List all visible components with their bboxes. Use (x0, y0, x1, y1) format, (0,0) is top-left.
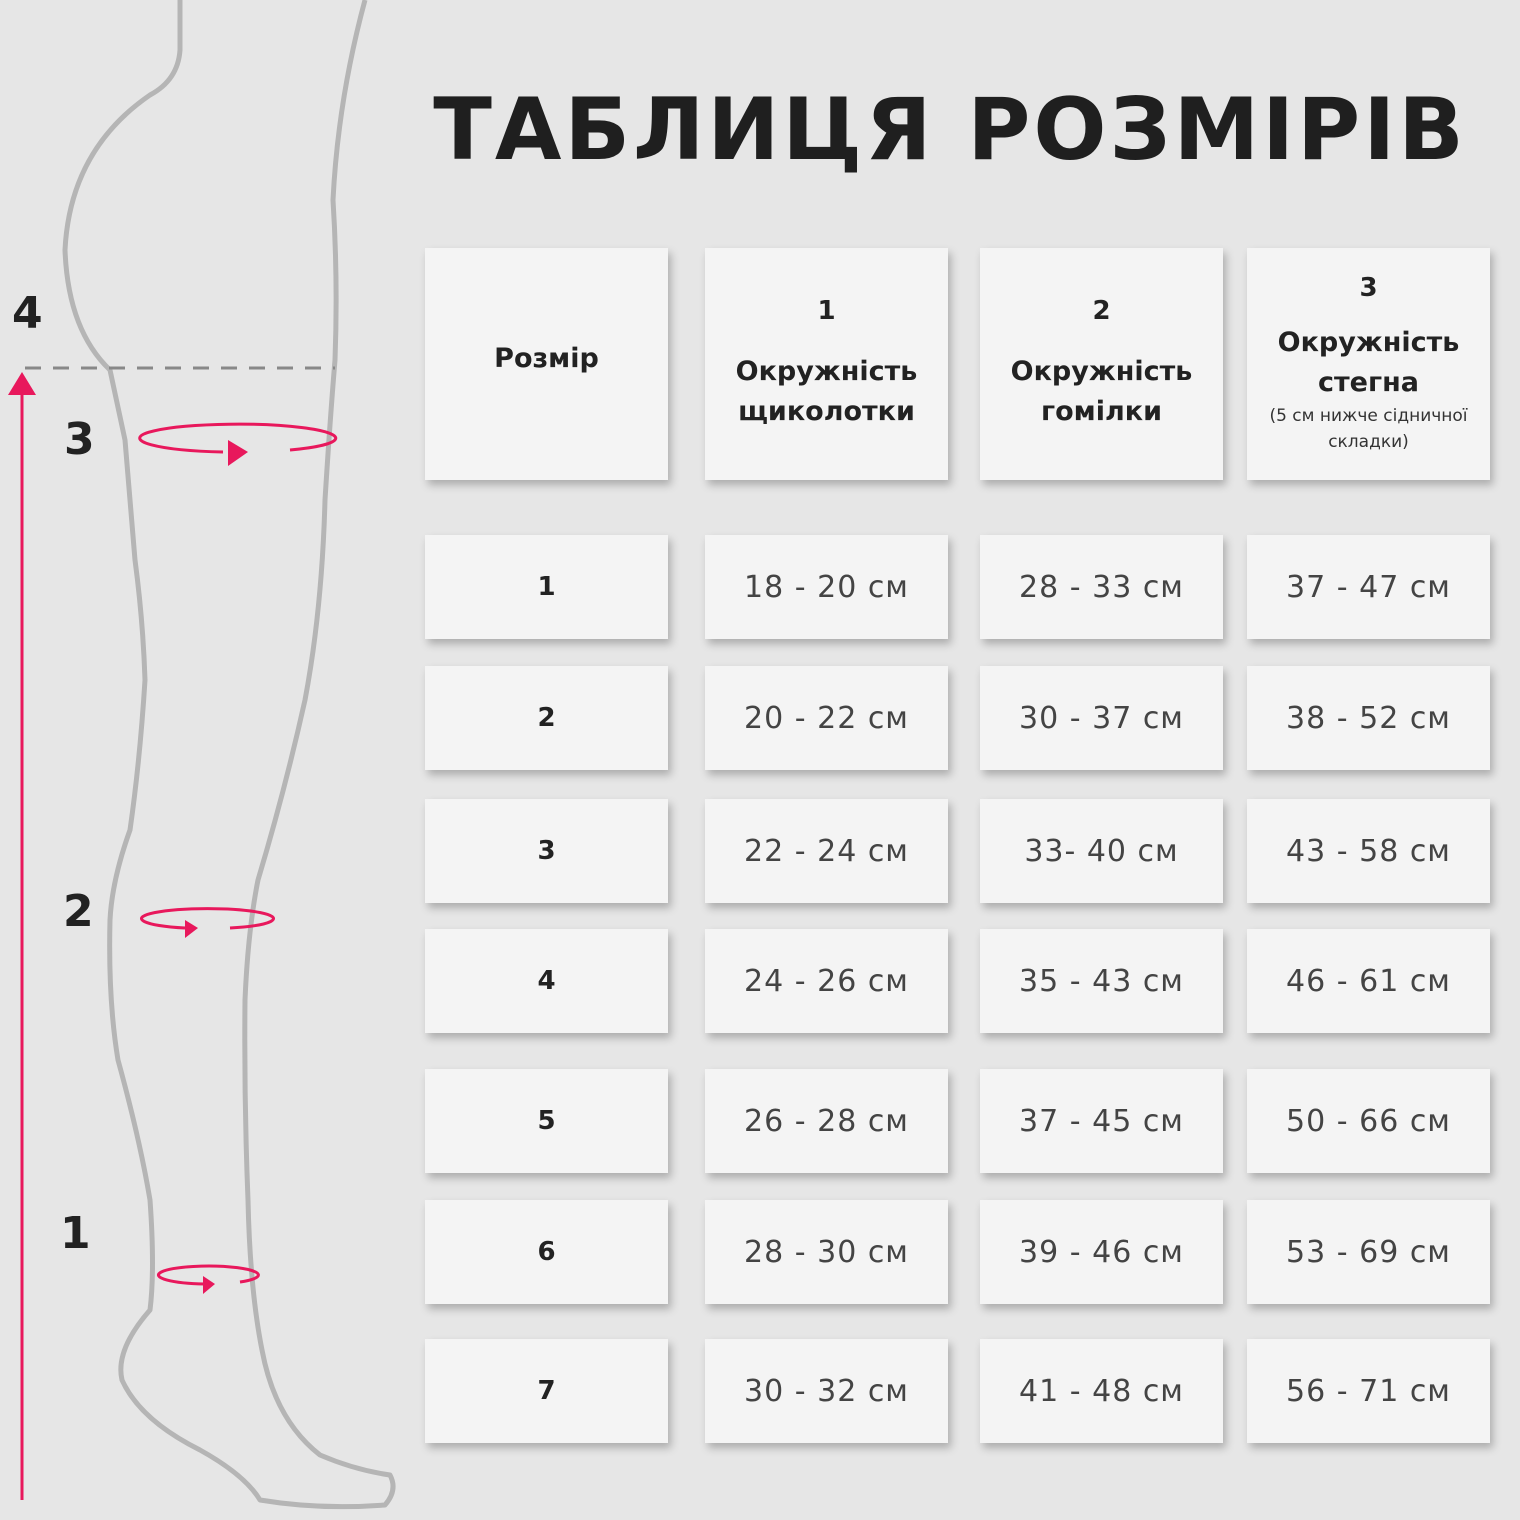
thigh-cell-text: 53 - 69 см (1286, 1234, 1451, 1270)
calf-cell-text: 39 - 46 см (1019, 1234, 1184, 1270)
ankle-cell: 20 - 22 см (705, 666, 948, 770)
calf-cell: 35 - 43 см (980, 929, 1223, 1033)
header-thigh: 3 Окружність стегна (5 см нижче сіднично… (1247, 248, 1490, 480)
size-cell-text: 3 (537, 836, 556, 866)
header-size: Розмір (425, 248, 668, 480)
calf-cell-text: 33- 40 см (1024, 833, 1179, 869)
ankle-cell-text: 26 - 28 см (744, 1103, 909, 1139)
thigh-measure-icon (138, 422, 338, 466)
leg-outline (62, 0, 396, 1510)
ankle-cell-text: 18 - 20 см (744, 569, 909, 605)
thigh-cell-text: 43 - 58 см (1286, 833, 1451, 869)
ankle-cell-text: 22 - 24 см (744, 833, 909, 869)
ankle-cell-text: 20 - 22 см (744, 700, 909, 736)
calf-cell: 30 - 37 см (980, 666, 1223, 770)
calf-cell: 33- 40 см (980, 799, 1223, 903)
calf-cell-text: 35 - 43 см (1019, 963, 1184, 999)
size-cell: 4 (425, 929, 668, 1033)
label-2: 2 (63, 886, 94, 937)
ankle-cell: 26 - 28 см (705, 1069, 948, 1173)
thigh-cell: 56 - 71 см (1247, 1339, 1490, 1443)
thigh-cell: 43 - 58 см (1247, 799, 1490, 903)
size-cell-text: 7 (537, 1376, 556, 1406)
size-cell-text: 5 (537, 1106, 556, 1136)
leg-diagram (8, 0, 396, 1510)
size-cell: 6 (425, 1200, 668, 1304)
ankle-cell: 22 - 24 см (705, 799, 948, 903)
size-cell-text: 4 (537, 966, 556, 996)
thigh-cell: 50 - 66 см (1247, 1069, 1490, 1173)
ankle-cell: 30 - 32 см (705, 1339, 948, 1443)
arrowhead-up-icon (8, 372, 36, 395)
calf-cell-text: 30 - 37 см (1019, 700, 1184, 736)
thigh-cell: 46 - 61 см (1247, 929, 1490, 1033)
ankle-cell: 18 - 20 см (705, 535, 948, 639)
thigh-cell: 38 - 52 см (1247, 666, 1490, 770)
size-cell: 3 (425, 799, 668, 903)
header-label: Окружність стегна (1277, 327, 1460, 398)
label-3: 3 (64, 414, 95, 465)
thigh-cell-text: 38 - 52 см (1286, 700, 1451, 736)
size-cell-text: 1 (537, 572, 556, 602)
ankle-cell: 28 - 30 см (705, 1200, 948, 1304)
calf-cell-text: 41 - 48 см (1019, 1373, 1184, 1409)
calf-cell-text: 37 - 45 см (1019, 1103, 1184, 1139)
ankle-cell: 24 - 26 см (705, 929, 948, 1033)
size-cell: 7 (425, 1339, 668, 1443)
size-cell: 1 (425, 535, 668, 639)
header-ankle: 1 Окружність щиколотки (705, 248, 948, 480)
header-label: Окружність гомілки (1010, 356, 1193, 427)
header-num: 2 (1092, 296, 1111, 326)
calf-cell: 41 - 48 см (980, 1339, 1223, 1443)
thigh-cell: 53 - 69 см (1247, 1200, 1490, 1304)
ankle-cell-text: 28 - 30 см (744, 1234, 909, 1270)
size-cell-text: 2 (537, 703, 556, 733)
header-label: Окружність щиколотки (735, 356, 918, 427)
ankle-cell-text: 24 - 26 см (744, 963, 909, 999)
size-cell-text: 6 (537, 1237, 556, 1267)
calf-cell: 39 - 46 см (980, 1200, 1223, 1304)
thigh-cell-text: 50 - 66 см (1286, 1103, 1451, 1139)
ankle-cell-text: 30 - 32 см (744, 1373, 909, 1409)
page-title: ТАБЛИЦЯ РОЗМІРІВ (433, 80, 1467, 180)
label-1: 1 (60, 1208, 91, 1259)
header-num: 3 (1359, 273, 1378, 303)
thigh-cell-text: 37 - 47 см (1286, 569, 1451, 605)
header-size-label: Розмір (494, 343, 599, 374)
calf-cell-text: 28 - 33 см (1019, 569, 1184, 605)
header-num: 1 (817, 296, 836, 326)
thigh-cell: 37 - 47 см (1247, 535, 1490, 639)
thigh-cell-text: 46 - 61 см (1286, 963, 1451, 999)
thigh-cell-text: 56 - 71 см (1286, 1373, 1451, 1409)
calf-measure-icon (140, 907, 275, 938)
calf-cell: 28 - 33 см (980, 535, 1223, 639)
header-note: (5 см нижче сідничної складки) (1269, 406, 1468, 452)
header-calf: 2 Окружність гомілки (980, 248, 1223, 480)
size-cell: 2 (425, 666, 668, 770)
calf-cell: 37 - 45 см (980, 1069, 1223, 1173)
ankle-measure-icon (156, 1264, 260, 1294)
size-cell: 5 (425, 1069, 668, 1173)
label-4: 4 (12, 288, 43, 339)
